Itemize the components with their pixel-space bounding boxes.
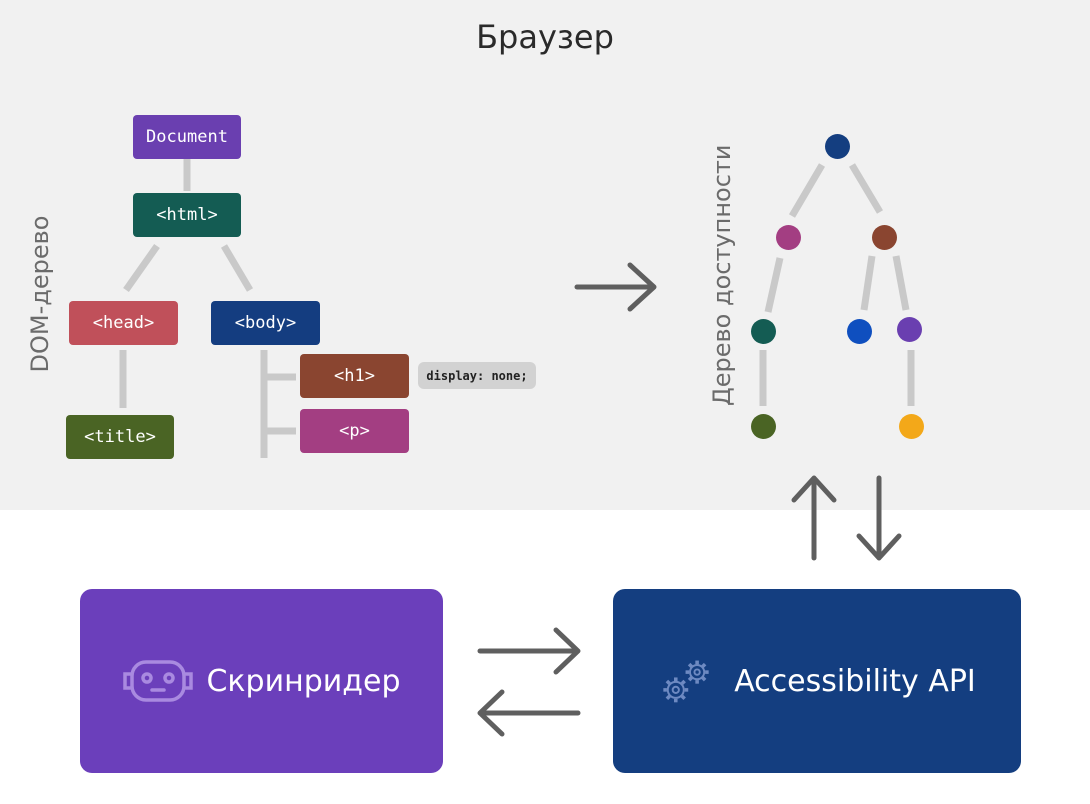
dom-node-p: <p> [300,409,409,453]
a11y-node-left-child [751,319,776,344]
a11y-connector-right-child-2 [892,255,910,311]
browser-area: Браузер [0,0,1090,510]
a11y-connector-left-child [764,257,784,313]
dom-node-body: <body> [211,301,320,345]
robot-icon [123,660,194,702]
dom-node-head: <head> [69,301,178,345]
a11y-connector-root-right [848,163,884,214]
arrow-down [856,475,902,561]
dom-node-html: <html> [133,193,241,237]
accessibility-api-label: Accessibility API [734,663,976,699]
screenreader-label: Скринридер [206,663,401,699]
a11y-node-right-child-2 [897,317,922,342]
arrow-up [791,475,837,561]
a11y-connector-root-left [788,163,826,218]
dom-node-h1: <h1> [300,354,409,398]
arrow-right [477,627,581,675]
arrow-left [477,689,581,737]
dom-node-document: Document [133,115,241,159]
a11y-node-left-leaf [751,414,776,439]
screenreader-box: Скринридер [80,589,443,773]
gears-icon [663,660,709,703]
browser-title: Браузер [476,18,614,56]
dom-node-title: <title> [66,415,174,459]
a11y-node-right [872,225,897,250]
arrow-dom-to-a11y [574,262,657,312]
a11y-connector-right-child-1 [860,255,876,311]
h1-style-tag: display: none; [418,362,536,389]
a11y-tree-label: Дерево доступности [708,144,736,406]
a11y-node-left [776,225,801,250]
a11y-node-right-leaf [899,414,924,439]
connector-html-body [220,244,254,292]
dom-tree-label: DOM-дерево [26,215,54,373]
a11y-node-right-child-1 [847,319,872,344]
a11y-node-root [825,134,850,159]
accessibility-api-box: Accessibility API [613,589,1021,773]
connector-html-head [123,243,160,293]
